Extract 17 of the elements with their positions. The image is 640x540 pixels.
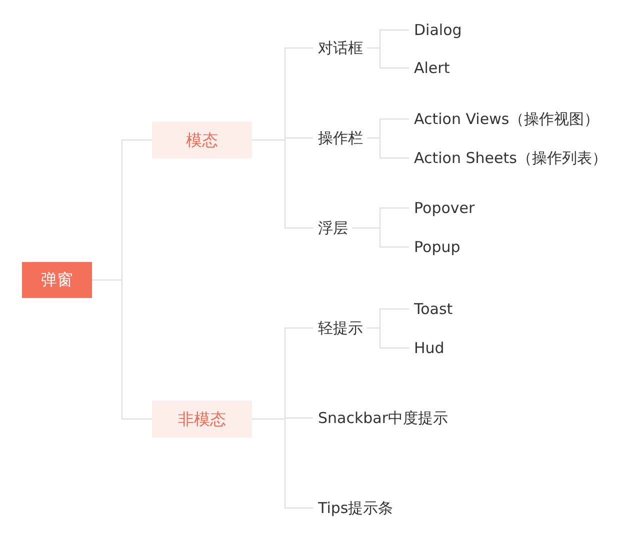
branch-label: 浮层	[318, 218, 348, 238]
category-box: 模态	[152, 122, 252, 158]
branch-label: 对话框	[318, 38, 363, 58]
leaf-label: Action Views（操作视图）	[414, 109, 600, 129]
branch-label: 操作栏	[318, 128, 363, 148]
leaf-label: Popover	[414, 198, 475, 218]
leaf-label: Toast	[414, 299, 453, 319]
leaf-label: Action Sheets（操作列表）	[414, 148, 607, 168]
root-box: 弹窗	[22, 262, 92, 298]
branch-label: Tips提示条	[318, 498, 394, 518]
category-box: 非模态	[152, 400, 252, 438]
leaf-label: Hud	[414, 338, 444, 358]
leaf-label: Popup	[414, 237, 460, 257]
branch-label: Snackbar中度提示	[318, 408, 448, 428]
branch-label: 轻提示	[318, 318, 363, 338]
leaf-label: Alert	[414, 58, 450, 78]
leaf-label: Dialog	[414, 20, 462, 40]
